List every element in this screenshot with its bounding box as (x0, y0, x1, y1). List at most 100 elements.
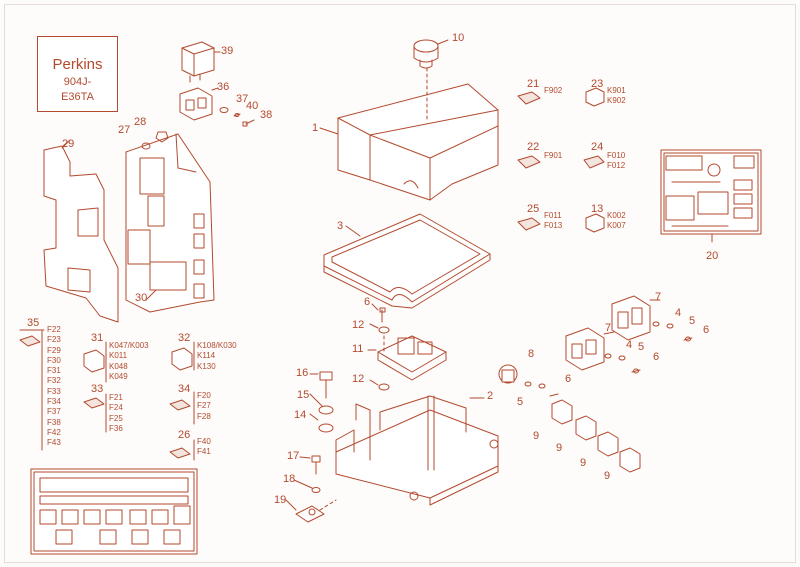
callout-7a: 7 (655, 291, 662, 303)
callout-4b: 4 (626, 339, 633, 351)
callout-33: 33 (91, 383, 104, 395)
callout-9c: 9 (580, 457, 587, 469)
code-item: K002 (607, 211, 626, 220)
fuse-part-21 (517, 91, 541, 105)
code-item: F010 (607, 151, 626, 160)
code-item: K048 (109, 361, 128, 371)
code-item: F27 (197, 401, 211, 411)
code-item: K011 (109, 351, 128, 361)
callout-36: 36 (217, 81, 230, 93)
callout-29: 29 (62, 138, 75, 150)
callout-16: 16 (296, 367, 309, 379)
code-item: F31 (47, 366, 61, 376)
code-item: K130 (197, 361, 216, 371)
code-item: F013 (544, 221, 563, 231)
callout-34: 34 (178, 383, 191, 395)
code-item: F29 (47, 345, 61, 355)
callout-5b: 5 (638, 341, 645, 353)
code-item: F902 (544, 86, 563, 95)
callout-15: 15 (297, 389, 310, 401)
code-item: F41 (197, 447, 211, 457)
code-item: F36 (109, 423, 123, 433)
callout-21: 21 (527, 78, 540, 90)
code-item: F23 (47, 335, 61, 345)
code-item: F20 (197, 391, 211, 400)
cover-part-1 (337, 67, 499, 201)
code-item: F011 (544, 211, 562, 220)
fuse-part-26 (169, 447, 191, 459)
callout-27: 27 (118, 124, 131, 136)
code-item: K047/K003 (109, 341, 149, 350)
code-item: F30 (47, 355, 61, 365)
callout-4a: 4 (675, 307, 682, 319)
callout-23: 23 (591, 78, 604, 90)
code-item: F901 (544, 151, 563, 160)
code-item: F38 (47, 417, 61, 427)
callout-12b: 12 (352, 373, 365, 385)
codes-21: F902 (544, 86, 562, 96)
codes-31: K047/K003 K011 K048 K049 (109, 341, 149, 382)
label-plate-part-20 (660, 149, 762, 235)
callout-39: 39 (221, 45, 234, 57)
callout-18: 18 (283, 473, 296, 485)
bracket-part-2 (335, 395, 499, 506)
callout-7b: 7 (605, 322, 612, 334)
relay-part-23 (585, 87, 605, 107)
fuse-part-33 (83, 397, 105, 409)
code-item: K049 (109, 371, 128, 381)
callout-10: 10 (452, 32, 465, 44)
model-line-2: E36TA (61, 91, 94, 103)
callout-6d: 6 (364, 296, 371, 308)
callout-37: 37 (236, 93, 249, 105)
codes-13: K002 K007 (607, 211, 626, 232)
codes-35: F22 F23 F29 F30 F31 F32 F33 F34 F37 F38 … (47, 325, 61, 449)
callout-11: 11 (352, 343, 364, 355)
callout-22: 22 (527, 141, 540, 153)
knob-part-10 (413, 39, 439, 69)
code-item: K902 (607, 96, 626, 106)
code-item: F43 (47, 438, 61, 448)
callout-9d: 9 (604, 470, 611, 482)
callout-24: 24 (591, 141, 604, 153)
callout-2: 2 (487, 390, 494, 402)
base-part-11 (377, 335, 447, 381)
holder-part-8 (498, 364, 518, 384)
callout-12a: 12 (352, 319, 365, 331)
callout-5a: 5 (689, 315, 696, 327)
code-item: K007 (607, 221, 626, 231)
seals-and-terminals (524, 321, 693, 397)
fuse-part-34 (169, 399, 191, 411)
codes-22: F901 (544, 151, 562, 161)
callout-26: 26 (178, 429, 191, 441)
fuse-part-25 (517, 217, 541, 231)
code-item: F42 (47, 427, 61, 437)
code-item: F34 (47, 397, 61, 407)
callout-17: 17 (287, 450, 300, 462)
code-item: F28 (197, 411, 211, 421)
callout-38: 38 (260, 109, 273, 121)
screws-37-40-38 (219, 107, 255, 127)
callout-9a: 9 (533, 430, 540, 442)
callout-14: 14 (294, 409, 307, 421)
engine-model-box: Perkins 904J- E36TA (37, 36, 118, 112)
nut-part-28 (141, 131, 169, 150)
fuse-part-24 (583, 155, 605, 169)
callout-8: 8 (528, 348, 535, 360)
callout-1: 1 (312, 122, 319, 134)
callout-20: 20 (706, 250, 719, 262)
fasteners-center (295, 307, 390, 523)
code-item: F37 (47, 407, 61, 417)
code-item: K108/K030 (197, 341, 237, 350)
code-item: F22 (47, 325, 61, 334)
fuse-part-35 (19, 335, 41, 347)
codes-34: F20 F27 F28 (197, 391, 211, 422)
code-item: F25 (109, 413, 123, 423)
gasket-part-29 (43, 145, 119, 323)
callout-30: 30 (135, 292, 148, 304)
connector-part-7-upper (611, 295, 651, 341)
codes-24: F010 F012 (607, 151, 625, 172)
fuse-label-panel (30, 468, 198, 555)
code-item: K114 (197, 351, 216, 361)
model-line-1: 904J- (63, 76, 92, 88)
